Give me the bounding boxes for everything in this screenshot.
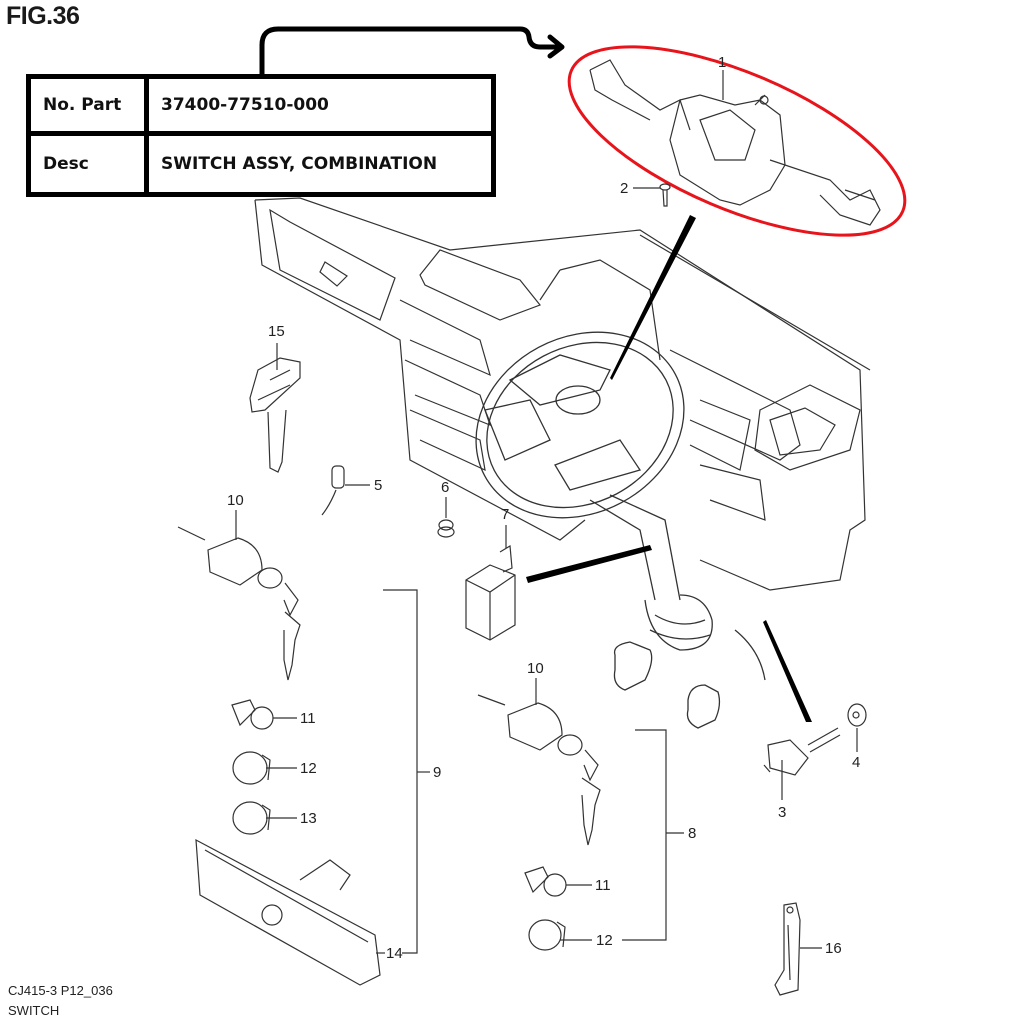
callout-15: 15 [268,323,285,340]
part-info-table: No. Part 37400-77510-000 Desc SWITCH ASS… [26,74,496,197]
figure-code: CJ415-3 P12_036 [8,983,113,998]
callout-5: 5 [374,477,382,494]
callout-11-right: 11 [595,877,611,894]
steering-column [589,494,766,729]
callout-16: 16 [825,940,842,957]
description-label: Desc [31,135,149,192]
pointer-wedges [526,215,812,722]
relay-drawing [465,544,516,641]
callout-2: 2 [620,180,628,197]
callout-11-left: 11 [300,710,316,727]
bulb-socket-drawing [321,465,345,516]
steering-wheel [475,331,685,519]
callout-12-left: 12 [300,760,317,777]
callout-7: 7 [501,506,509,523]
ignition-switch-right-drawing [477,694,601,846]
stop-switch-drawing [763,727,841,776]
callout-1: 1 [718,54,726,71]
description-value: SWITCH ASSY, COMBINATION [161,153,438,174]
key-drawing [249,357,301,473]
figure-title: FIG.36 [6,2,80,30]
combination-switch-drawing [589,59,881,226]
callout-3: 3 [778,804,786,821]
leader-lines [235,70,858,954]
callout-8: 8 [688,825,696,842]
dashboard-outline [254,197,871,591]
callout-6: 6 [441,479,449,496]
figure-section: SWITCH [8,1003,60,1018]
callout-labels: 1 2 3 4 5 6 7 8 9 10 10 11 11 12 12 13 1… [227,54,860,962]
highlight-ellipse [567,45,907,237]
nut-drawing [847,703,867,727]
part-number-value: 37400-77510-000 [149,79,491,136]
callout-13: 13 [300,810,317,827]
callout-14: 14 [386,945,403,962]
grommet-drawing [437,519,455,538]
callout-4: 4 [852,754,860,771]
ignition-switch-left-drawing [177,526,301,681]
callout-10-left: 10 [227,492,244,509]
screw-drawing [659,183,671,207]
door-handle-drawing [195,838,381,986]
bracket-drawing [774,902,801,996]
callout-9: 9 [433,764,441,781]
part-number-label: No. Part [31,79,149,136]
callout-12-right: 12 [596,932,613,949]
pointer-arrow [259,26,565,77]
callout-10-right: 10 [527,660,544,677]
